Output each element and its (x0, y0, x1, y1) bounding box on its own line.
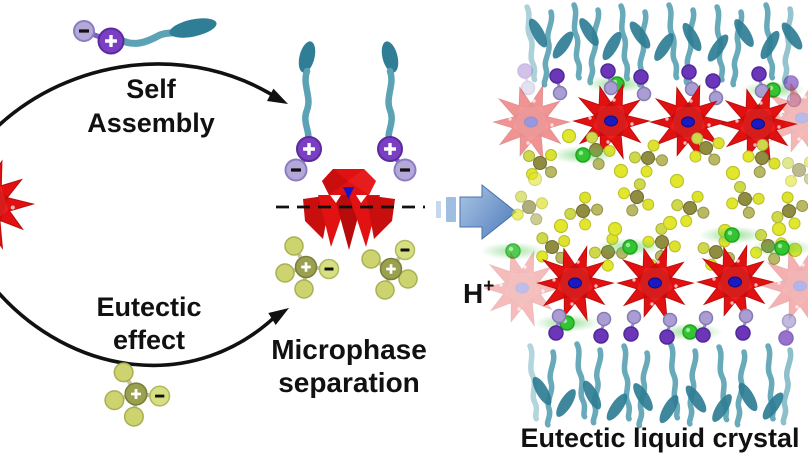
assembled-surfactant-left (284, 41, 322, 182)
pom-core-blue (343, 187, 354, 199)
surfactant-tail (117, 28, 180, 47)
minus-charge-icon (79, 29, 89, 33)
self-assembly-arc-arrow-icon (0, 62, 288, 127)
minus-charge-icon (400, 168, 410, 172)
pom-cluster-partial (0, 160, 34, 249)
minus-charge-icon (291, 168, 301, 172)
pom-cluster-side-view (303, 169, 395, 250)
panel-caption: Eutectic liquid crystal (520, 423, 799, 453)
proton-ion (533, 313, 601, 333)
free-surfactant-molecule (73, 18, 217, 55)
transformation-arrow-icon (436, 183, 517, 241)
des-molecule (276, 237, 339, 298)
free-des-molecule (105, 363, 169, 426)
proton-label: H+ (463, 276, 494, 309)
pom-cluster (697, 245, 774, 320)
bottom-tail-row (529, 344, 791, 426)
eutectic-effect-label-line1: Eutectic (96, 292, 201, 322)
pom-star-row-bottom (484, 245, 808, 326)
pom-cluster (537, 246, 614, 321)
self-assembly-label-line2: Assembly (87, 108, 215, 138)
assembled-surfactant-right (377, 41, 417, 182)
surfactant-tail-end (169, 18, 217, 38)
self-assembly-label-line1: Self (126, 74, 177, 104)
proton-ion (698, 225, 766, 245)
des-molecule (362, 241, 417, 300)
microphase-label-line1: Microphase (271, 334, 427, 365)
proton-ion (549, 145, 617, 165)
proton-ion (596, 237, 664, 257)
microphase-label-line2: separation (278, 367, 420, 398)
eutectic-lc-panel: Eutectic liquid crystal (479, 5, 808, 453)
eutectic-effect-label-line2: effect (113, 325, 185, 355)
eutectic-effect-arc-arrow-icon (0, 291, 289, 368)
